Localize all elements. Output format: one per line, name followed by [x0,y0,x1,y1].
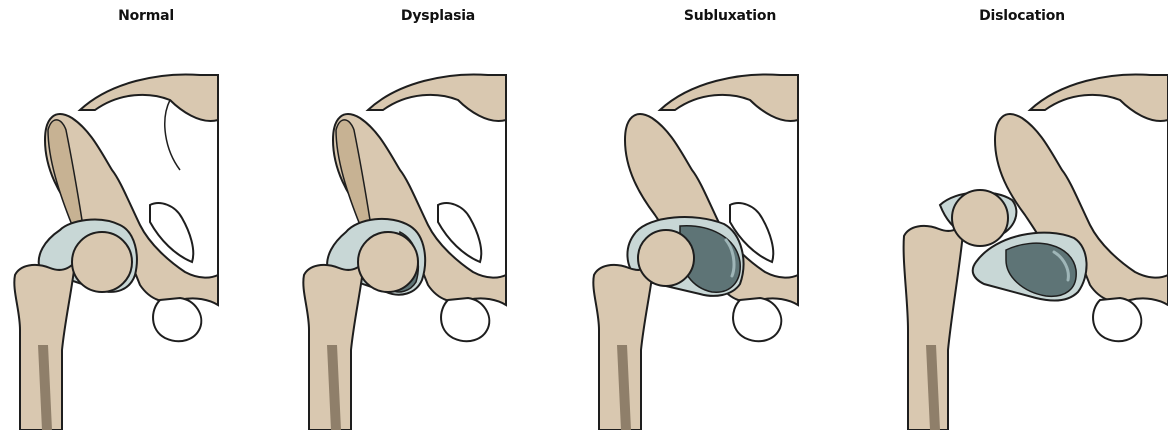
panel-subluxation: Subluxation [584,0,876,430]
pelvis-bone [625,74,798,341]
panel-dysplasia: Dysplasia [292,0,584,430]
panel-dislocation: Dislocation [876,0,1168,430]
hip-dislocation-illustration [876,0,1168,430]
pelvis-bone [45,74,218,341]
panel-normal: Normal [0,0,292,430]
hip-normal-illustration [0,0,292,430]
hip-dysplasia-illustration [292,0,584,430]
femur [904,190,1017,430]
femur [303,232,418,430]
pelvis-bone [995,74,1168,341]
femur [14,232,132,430]
hip-subluxation-illustration [584,0,876,430]
femur [593,230,694,430]
